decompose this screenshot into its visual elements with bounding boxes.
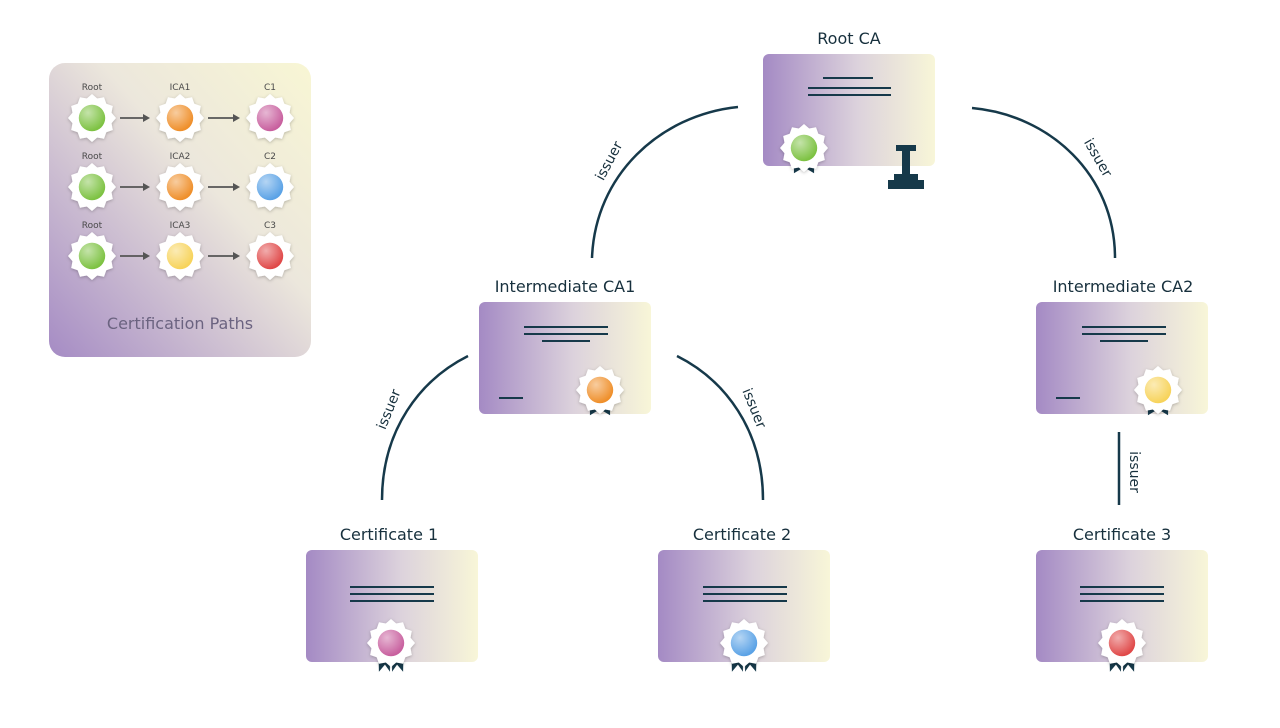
legend-node-label: ICA2: [170, 152, 191, 162]
ica1-title: Intermediate CA1: [495, 277, 636, 296]
arrow-right-icon: [208, 252, 240, 260]
legend-seal: [246, 163, 294, 211]
edge-label-root-ica2: issuer: [1080, 136, 1115, 180]
edges: [380, 105, 1121, 505]
legend-node-label: C1: [264, 83, 276, 93]
edge-label-root-ica1: issuer: [593, 139, 627, 184]
cert3-seal: [1098, 619, 1146, 672]
legend-caption: Certification Paths: [107, 314, 253, 333]
legend-path-row: Root ICA3 C3: [68, 221, 294, 280]
certificate-card: [658, 550, 830, 662]
edge-ica1-cert2: [676, 354, 765, 501]
edge-label-ica2-cert3: issuer: [1126, 451, 1142, 493]
edge-root-ica2: [971, 106, 1117, 259]
text-lines-icon: [1080, 586, 1164, 602]
certificate-card: [306, 550, 478, 662]
cert1-certificate: [306, 550, 478, 672]
arrow-right-icon: [120, 183, 150, 191]
legend-node-label: ICA1: [170, 83, 191, 93]
legend-node-label: Root: [82, 83, 103, 93]
ica1-certificate: [479, 302, 651, 416]
legend-seal: [246, 232, 294, 280]
cert2-seal: [720, 619, 768, 672]
root-ca-title: Root CA: [817, 29, 881, 48]
edge-root-ica1: [590, 105, 739, 259]
ica1-seal: [576, 366, 624, 416]
legend-node-label: ICA3: [170, 221, 191, 231]
text-lines-icon: [524, 326, 608, 342]
text-lines-icon: [808, 77, 891, 96]
text-lines-icon: [350, 586, 434, 602]
arrow-right-icon: [208, 114, 240, 122]
legend-path-row: Root ICA2 C2: [68, 152, 294, 211]
ica2-seal: [1134, 366, 1182, 416]
cert2-title: Certificate 2: [693, 525, 791, 544]
legend-path-row: Root ICA1 C1: [68, 83, 294, 142]
legend-node-label: Root: [82, 152, 103, 162]
cert3-certificate: [1036, 550, 1208, 672]
text-lines-icon: [703, 586, 787, 602]
cert1-title: Certificate 1: [340, 525, 438, 544]
root-ca-seal: [780, 124, 828, 174]
certificate-cards: [306, 54, 1208, 672]
legend-seal: [156, 163, 204, 211]
arrow-right-icon: [120, 252, 150, 260]
ica2-certificate: [1036, 302, 1208, 416]
arrow-right-icon: [120, 114, 150, 122]
cert1-seal: [367, 619, 415, 672]
certificate-card: [1036, 550, 1208, 662]
legend-seal: [68, 232, 116, 280]
edge-label-ica1-cert2: issuer: [738, 386, 769, 431]
legend-node-label: C2: [264, 152, 276, 162]
edge-ica1-cert1: [380, 354, 469, 501]
stamp-icon: [888, 145, 924, 189]
cert3-title: Certificate 3: [1073, 525, 1171, 544]
ica2-title: Intermediate CA2: [1053, 277, 1194, 296]
legend-node-label: Root: [82, 221, 103, 231]
legend-seal: [246, 94, 294, 142]
root-ca-certificate: [763, 54, 935, 189]
cert2-certificate: [658, 550, 830, 672]
legend-seal: [156, 94, 204, 142]
legend-seal: [68, 94, 116, 142]
legend-seal: [156, 232, 204, 280]
legend-node-label: C3: [264, 221, 276, 231]
arrow-right-icon: [208, 183, 240, 191]
legend-seal: [68, 163, 116, 211]
text-lines-icon: [1082, 326, 1166, 342]
